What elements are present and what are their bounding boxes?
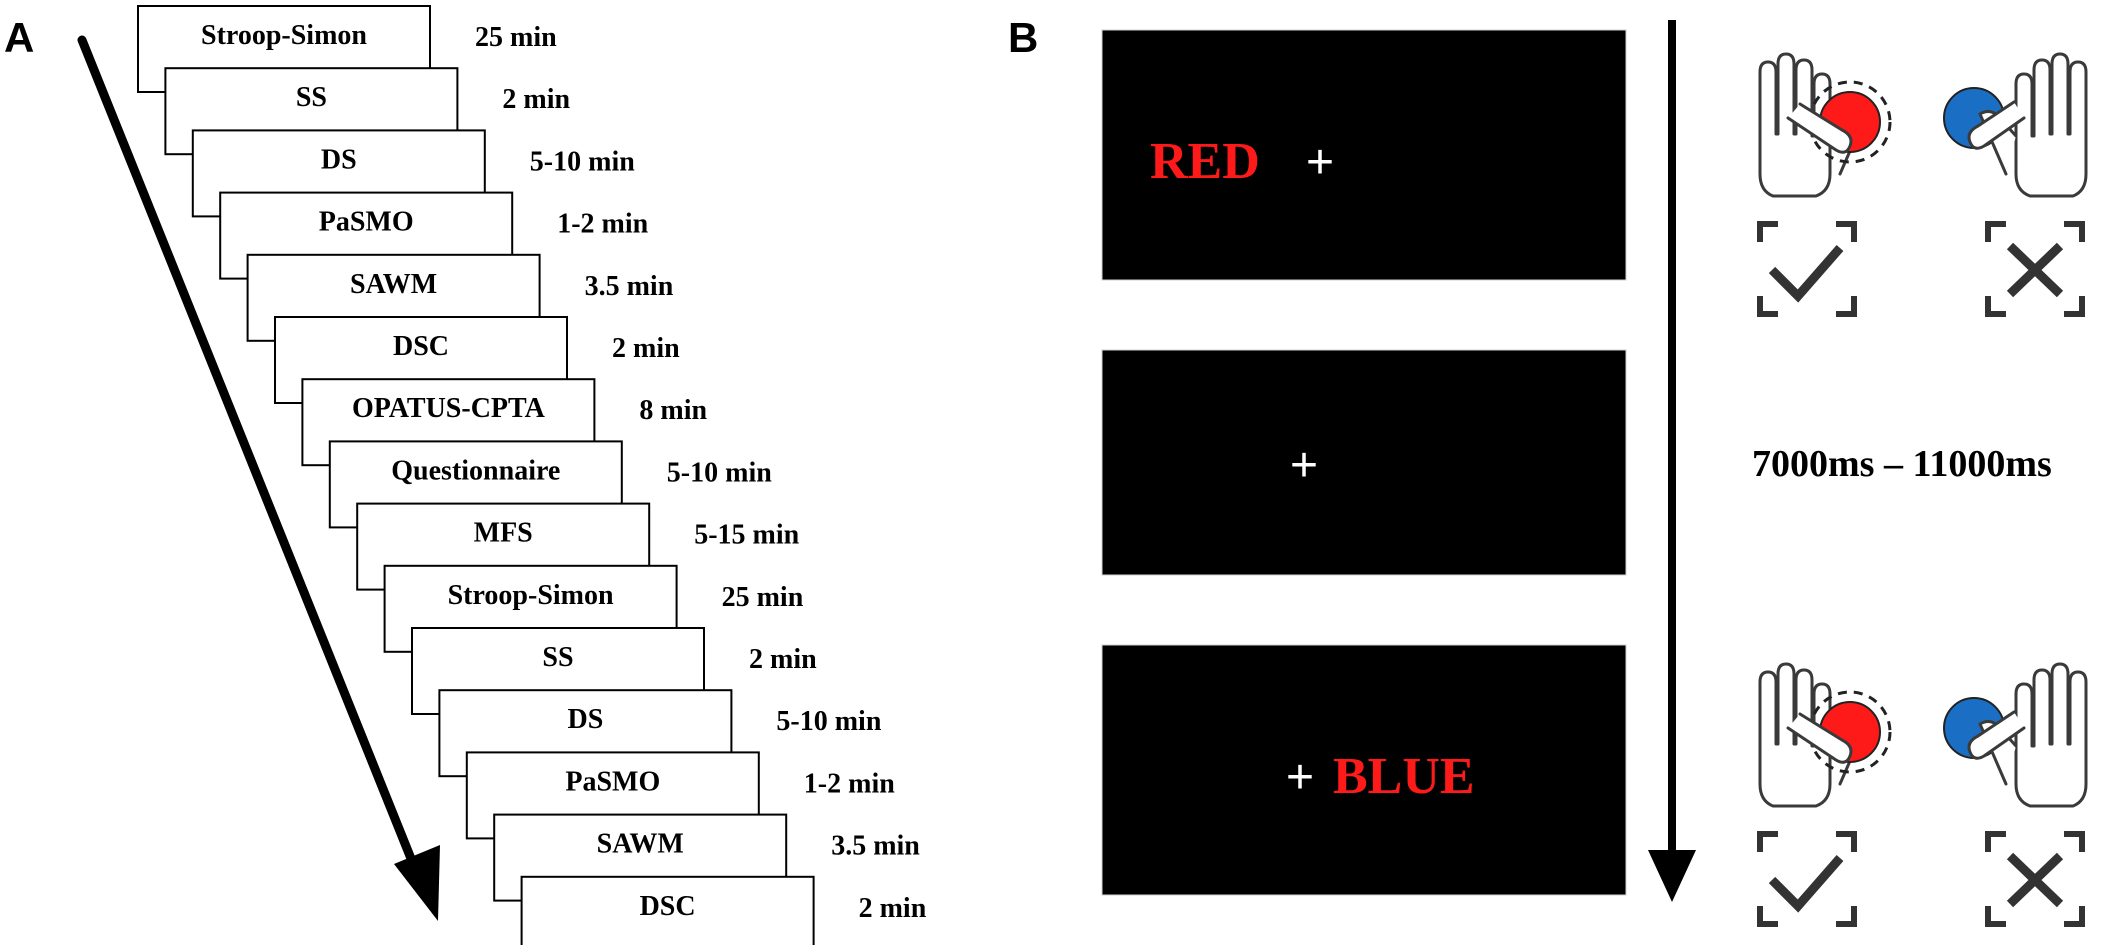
panel-b-label: B [1008,14,1038,61]
step-duration: 1-2 min [557,209,648,240]
panel-b: B RED + + + BLUE 7000ms – 11000ms [1008,14,2088,927]
right-hand-icon [1943,52,2088,198]
left-hand-icon [1758,52,1892,198]
time-arrow [1648,20,1696,902]
panel-a-label: A [4,14,34,61]
step-card: DSC 2 min [520,875,927,945]
check-icon [1757,831,1857,927]
right-hand-icon [1943,662,2088,808]
step-name: SAWM [350,269,437,300]
step-duration: 5-15 min [694,520,799,551]
step-duration: 2 min [749,644,817,675]
timeline-arrow [77,35,440,921]
step-name: Questionnaire [391,455,560,486]
left-hand-icon [1758,662,1892,808]
cross-icon [1985,831,2085,927]
fixation-cross-3: + [1286,751,1314,804]
fixation-cross-1: + [1306,136,1334,189]
check-icon [1757,221,1857,317]
response-row-bottom [1757,662,2088,927]
screen-3: + BLUE [1101,644,1627,896]
stimulus-word-blue: BLUE [1333,748,1475,805]
step-duration: 2 min [502,84,570,115]
step-name: DS [321,144,357,175]
response-row-top [1757,52,2088,317]
step-duration: 2 min [612,333,680,364]
step-name: SAWM [597,829,684,860]
step-duration: 3.5 min [831,831,920,862]
step-duration: 25 min [722,582,804,613]
step-duration: 1-2 min [804,768,895,799]
step-name: Stroop-Simon [448,580,614,611]
step-name: OPATUS-CPTA [352,393,546,424]
step-duration: 3.5 min [585,271,674,302]
step-name: PaSMO [565,766,660,797]
step-duration: 5-10 min [667,457,772,488]
fixation-cross-2: + [1290,439,1318,492]
step-name: DSC [640,891,696,922]
step-name: Stroop-Simon [201,20,367,51]
step-duration: 25 min [475,22,557,53]
screen-2: + [1101,349,1627,576]
step-name: SS [296,82,327,113]
timing-label: 7000ms – 11000ms [1752,443,2052,485]
step-name: DS [568,704,604,735]
screen-1: RED + [1101,29,1627,281]
step-duration: 2 min [859,893,927,924]
step-duration: 8 min [639,395,707,426]
step-name: PaSMO [319,207,414,238]
stimulus-word-red: RED [1150,133,1260,190]
step-name: MFS [474,518,533,549]
step-duration: 5-10 min [776,706,881,737]
cross-icon [1985,221,2085,317]
step-duration: 5-10 min [530,146,635,177]
step-name: SS [542,642,573,673]
step-name: DSC [393,331,449,362]
step-card-box [520,875,815,945]
